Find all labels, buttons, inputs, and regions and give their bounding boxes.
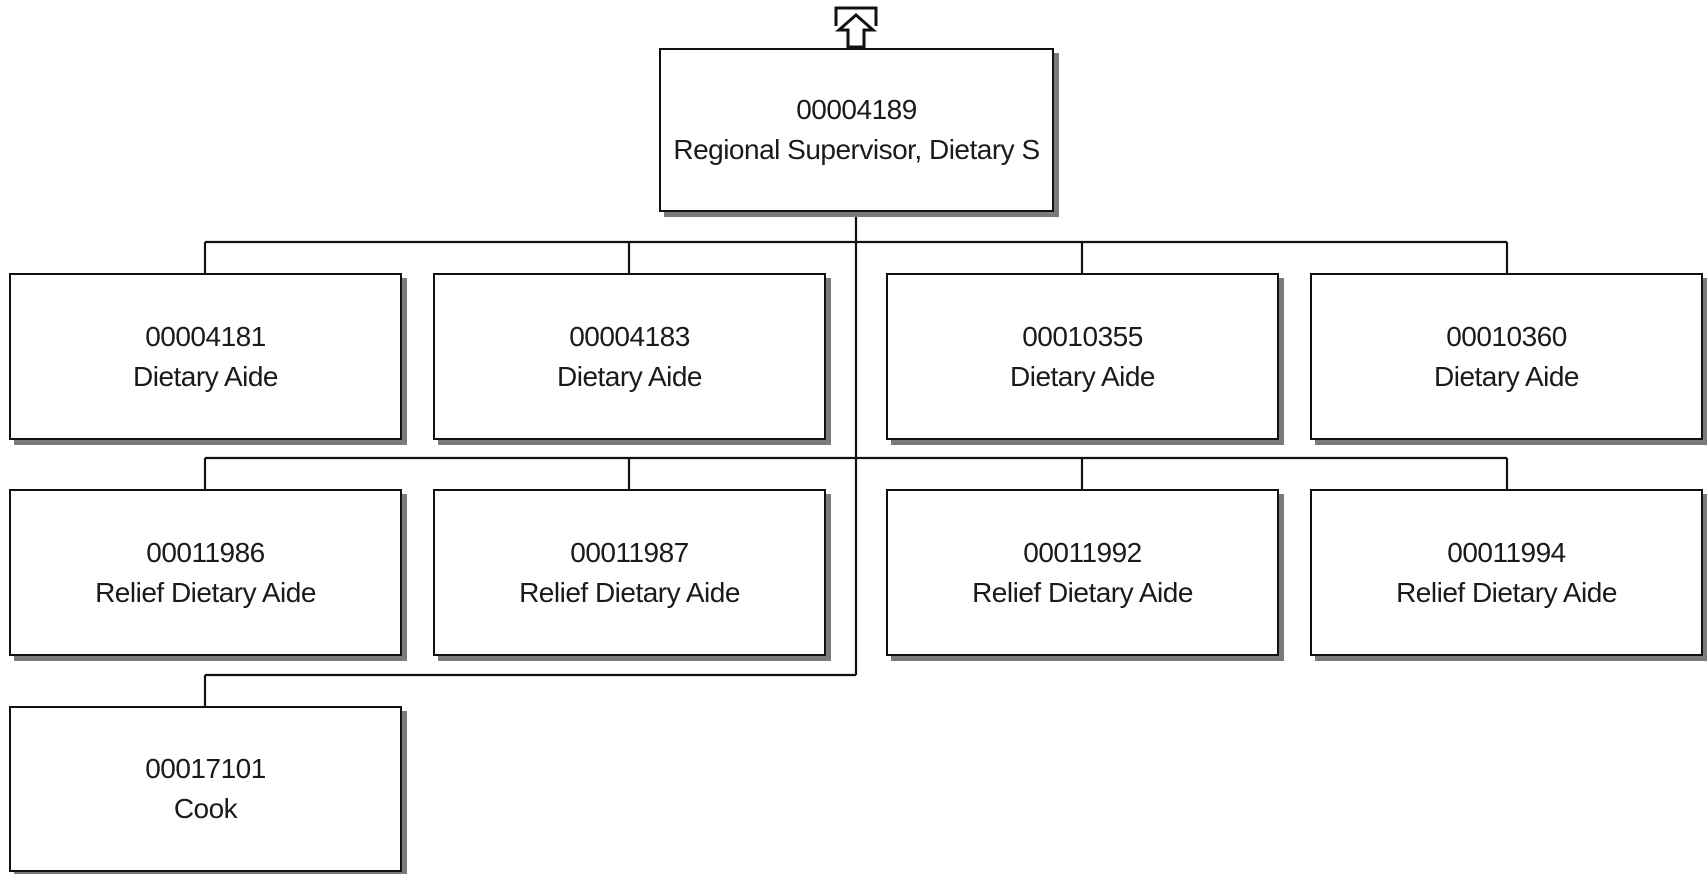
org-node-00010355[interactable]: 00010355 Dietary Aide (886, 273, 1279, 440)
node-id: 00011992 (1023, 536, 1142, 568)
node-title: Dietary Aide (1010, 360, 1155, 392)
node-id: 00004183 (569, 320, 690, 352)
node-id: 00011994 (1447, 536, 1566, 568)
org-node-00011992[interactable]: 00011992 Relief Dietary Aide (886, 489, 1279, 656)
node-title: Regional Supervisor, Dietary S (673, 134, 1040, 165)
node-title: Relief Dietary Aide (519, 576, 740, 608)
node-title: Dietary Aide (1434, 360, 1579, 392)
node-id: 00004181 (145, 320, 266, 352)
node-title: Relief Dietary Aide (95, 576, 316, 608)
node-id: 00017101 (145, 753, 266, 784)
node-title: Dietary Aide (133, 360, 278, 392)
node-title: Relief Dietary Aide (972, 576, 1193, 608)
org-node-00011986[interactable]: 00011986 Relief Dietary Aide (9, 489, 402, 656)
node-id: 00011987 (570, 536, 689, 568)
org-node-00004183[interactable]: 00004183 Dietary Aide (433, 273, 826, 440)
org-node-root[interactable]: 00004189 Regional Supervisor, Dietary S (659, 48, 1054, 212)
org-node-00011987[interactable]: 00011987 Relief Dietary Aide (433, 489, 826, 656)
org-node-00004181[interactable]: 00004181 Dietary Aide (9, 273, 402, 440)
node-id: 00004189 (796, 94, 917, 125)
node-title: Relief Dietary Aide (1396, 576, 1617, 608)
org-node-00017101[interactable]: 00017101 Cook (9, 706, 402, 872)
org-node-00010360[interactable]: 00010360 Dietary Aide (1310, 273, 1703, 440)
org-node-00011994[interactable]: 00011994 Relief Dietary Aide (1310, 489, 1703, 656)
up-level-icon[interactable] (831, 4, 881, 50)
node-id: 00010355 (1022, 320, 1143, 352)
node-title: Dietary Aide (557, 360, 702, 392)
node-id: 00010360 (1446, 320, 1567, 352)
node-id: 00011986 (146, 536, 265, 568)
node-title: Cook (173, 793, 238, 824)
